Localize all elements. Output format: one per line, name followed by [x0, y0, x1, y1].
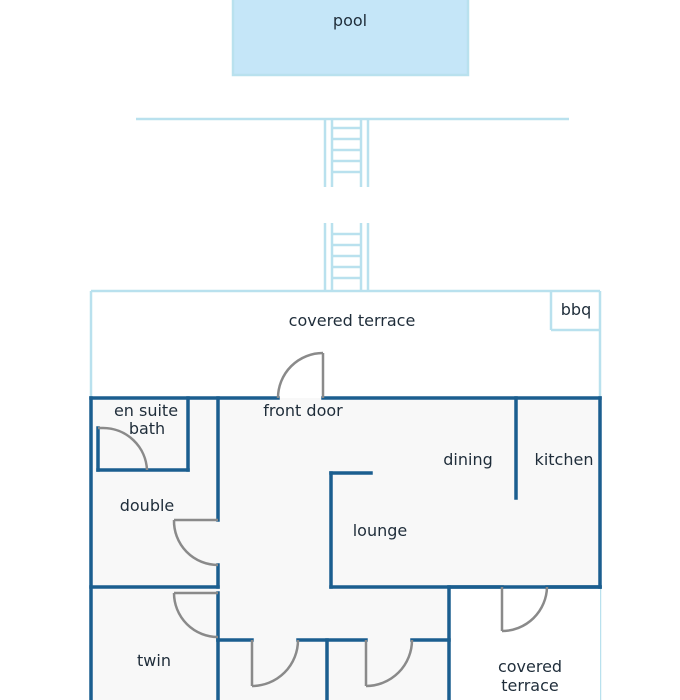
dining-label: dining [443, 450, 493, 469]
upper-steps [323, 119, 370, 187]
pool-label: pool [332, 11, 368, 30]
en-suite-label-line2: bath [128, 419, 166, 438]
front-door-label: front door [263, 401, 343, 420]
covered-terrace-bottom-label-line1: covered [497, 657, 563, 676]
doors [98, 351, 549, 688]
double-label: double [119, 496, 175, 515]
twin-label: twin [137, 651, 171, 670]
bottom-terrace-floor [449, 587, 600, 700]
en-suite-label-line1: en suite [113, 401, 179, 420]
covered-terrace-bottom-label-line2: terrace [501, 676, 559, 695]
bbq-box [549, 291, 600, 332]
walls [89, 396, 602, 700]
kitchen-label: kitchen [534, 450, 594, 469]
lower-steps [323, 223, 370, 291]
pool-area [231, 0, 470, 77]
bbq-label: bbq [560, 300, 592, 319]
lounge-label: lounge [352, 521, 408, 540]
covered-terrace-top-label: covered terrace [288, 311, 416, 330]
